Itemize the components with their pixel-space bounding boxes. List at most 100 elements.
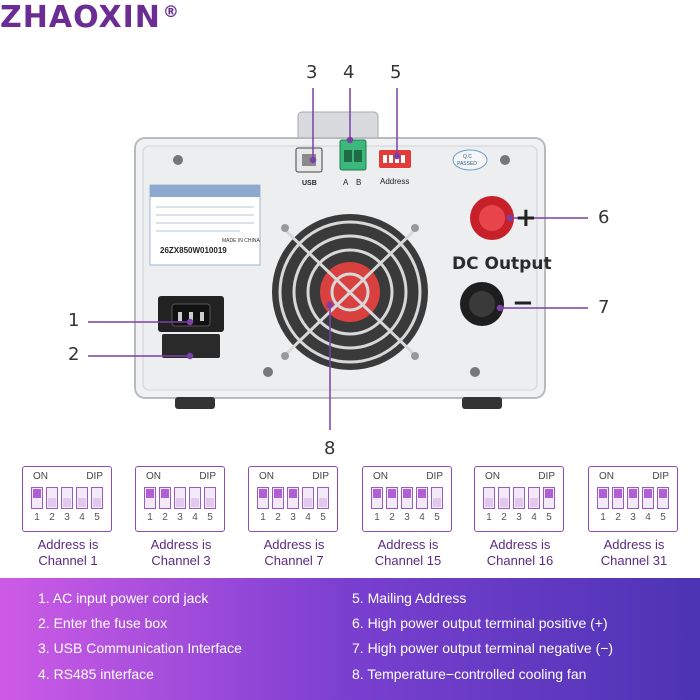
fan-guard-ring: [330, 272, 370, 312]
brand-logo: ZHAOXIN®: [0, 0, 700, 35]
dip-caption-line1: Address is: [150, 537, 212, 552]
dip-number: 5: [434, 512, 440, 523]
address-dip-toggle: [401, 155, 405, 163]
dip-switch-3: [513, 487, 525, 509]
brand-name: ZHAOXIN: [0, 0, 161, 35]
callout-2: 2: [68, 344, 80, 365]
dip-switch-knob: [304, 498, 312, 507]
dip-switch-5: [431, 487, 443, 509]
dip-switch-knob: [63, 498, 71, 507]
negative-terminal-cap: [469, 291, 495, 317]
callout-dot-3: [309, 156, 317, 164]
dip-number: 4: [419, 512, 425, 523]
dip-switch-knob: [485, 498, 493, 507]
dip-caption-line2: Channel 1: [38, 553, 98, 568]
positive-terminal-cap: [479, 205, 505, 231]
screw: [263, 367, 273, 377]
dip-switch-5: [543, 487, 555, 509]
dip-dip-label: DIP: [199, 471, 216, 482]
dip-switch-3: [174, 487, 186, 509]
dip-number: 1: [486, 512, 492, 523]
fan-screw: [411, 352, 419, 360]
dip-switches: [483, 487, 555, 509]
qc-label: Q.C: [463, 154, 472, 160]
dip-on-label: ON: [373, 471, 388, 482]
dip-switch-1: [144, 487, 156, 509]
dip-number: 4: [531, 512, 537, 523]
callout-1: 1: [68, 310, 80, 331]
dip-switch-knob: [78, 498, 86, 507]
rs485-terminal: [339, 139, 367, 171]
dip-number: 3: [290, 512, 296, 523]
dip-switch-knob: [176, 498, 184, 507]
callout-4: 4: [343, 62, 355, 83]
dip-switches: [144, 487, 216, 509]
dip-switch-2: [386, 487, 398, 509]
dip-switch-knob: [48, 498, 56, 507]
dip-switch-knob: [418, 489, 426, 498]
dip-switch-knob: [599, 489, 607, 498]
fan-guard-ring: [278, 220, 422, 364]
dip-switch-knob: [191, 498, 199, 507]
dip-switch-knob: [659, 489, 667, 498]
legend-item-8: 8. Temperature−controlled cooling fan: [352, 666, 587, 682]
rs485-slot-a: [344, 150, 352, 162]
callout-dot-2: [186, 352, 194, 360]
dip-on-label: ON: [146, 471, 161, 482]
dip-switch-1: [31, 487, 43, 509]
dip-on-label: ON: [33, 471, 48, 482]
dip-caption-line2: Channel 31: [600, 553, 668, 568]
dip-switch-2: [46, 487, 58, 509]
callout-6: 6: [598, 207, 610, 228]
dip-number: 2: [501, 512, 507, 523]
dip-switch-knob: [33, 489, 41, 498]
dip-switch-knob: [388, 489, 396, 498]
dip-switch-4: [76, 487, 88, 509]
dip-dip-label: DIP: [86, 471, 103, 482]
dip-switch-3: [287, 487, 299, 509]
foot-right: [462, 397, 502, 409]
screw: [500, 155, 510, 165]
dip-dip-label: DIP: [312, 471, 329, 482]
dip-number: 3: [64, 512, 70, 523]
dip-switch-2: [159, 487, 171, 509]
dip-number: 3: [516, 512, 522, 523]
fan-guard-ring: [306, 248, 394, 336]
dip-switch-4: [642, 487, 654, 509]
callout-dot-5: [393, 152, 401, 160]
made-in-text: MADE IN CHINA: [222, 238, 260, 244]
dip-switch-1: [257, 487, 269, 509]
dip-on-label: ON: [599, 471, 614, 482]
dip-switch-4: [416, 487, 428, 509]
dip-caption-line1: Address is: [263, 537, 325, 552]
dip-switch-2: [272, 487, 284, 509]
dip-caption-line1: Address is: [489, 537, 551, 552]
registered-mark: ®: [162, 2, 180, 21]
dip-number: 2: [389, 512, 395, 523]
dip-switch-knob: [500, 498, 508, 507]
legend-item-7: 7. High power output terminal negative (…: [352, 640, 614, 656]
ac-pin: [189, 312, 193, 321]
top-handle: [297, 111, 379, 141]
dip-switch-5: [657, 487, 669, 509]
callout-lines: [88, 88, 588, 430]
dip-switch-4: [528, 487, 540, 509]
usb-label: USB: [302, 180, 317, 187]
dip-switch-knob: [146, 489, 154, 498]
legend-item-4: 4. RS485 interface: [38, 666, 154, 682]
callout-5: 5: [390, 62, 402, 83]
dip-switches: [371, 487, 443, 509]
dip-number: 4: [645, 512, 651, 523]
